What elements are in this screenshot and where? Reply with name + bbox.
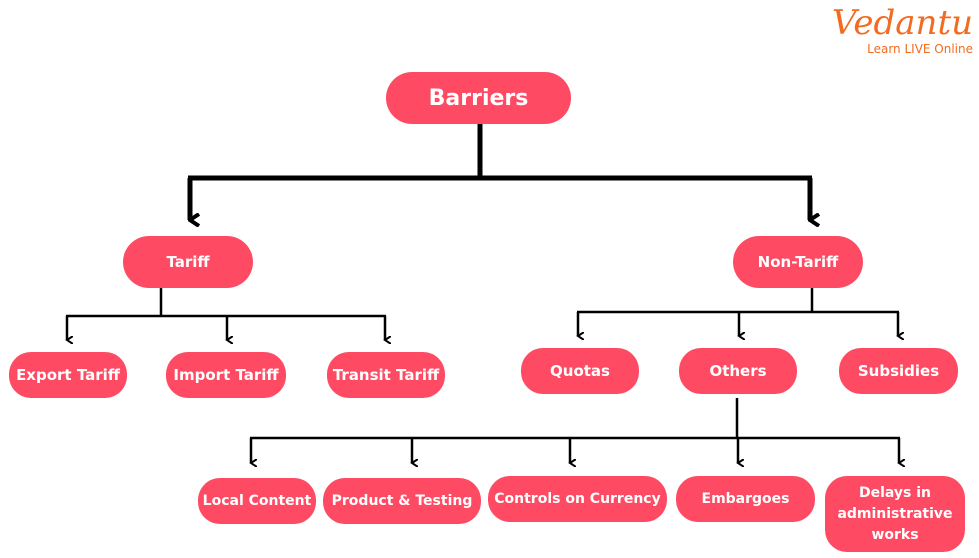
root-connector [187, 124, 812, 220]
node-quotas: Quotas [521, 348, 639, 394]
vedantu-logo: Vedantu Learn LIVE Online [832, 4, 973, 56]
non-tariff-connector [577, 288, 899, 336]
node-subsidies: Subsidies [839, 348, 958, 394]
node-controls-on-currency: Controls on Currency [488, 476, 667, 522]
node-product-testing: Product & Testing [323, 478, 481, 524]
node-tariff: Tariff [123, 236, 253, 288]
node-others: Others [679, 348, 797, 394]
node-barriers: Barriers [386, 72, 571, 124]
tariff-connector [66, 288, 386, 340]
node-local-content: Local Content [198, 478, 316, 524]
logo-brand: Vedantu [831, 3, 973, 43]
others-connector [250, 398, 900, 463]
node-delays-administrative: Delays in administrative works [825, 476, 965, 552]
node-export-tariff: Export Tariff [9, 352, 127, 398]
node-import-tariff: Import Tariff [166, 352, 286, 398]
node-embargoes: Embargoes [676, 476, 815, 522]
node-transit-tariff: Transit Tariff [327, 352, 445, 398]
logo-tagline: Learn LIVE Online [867, 42, 973, 56]
node-non-tariff: Non-Tariff [733, 236, 863, 288]
